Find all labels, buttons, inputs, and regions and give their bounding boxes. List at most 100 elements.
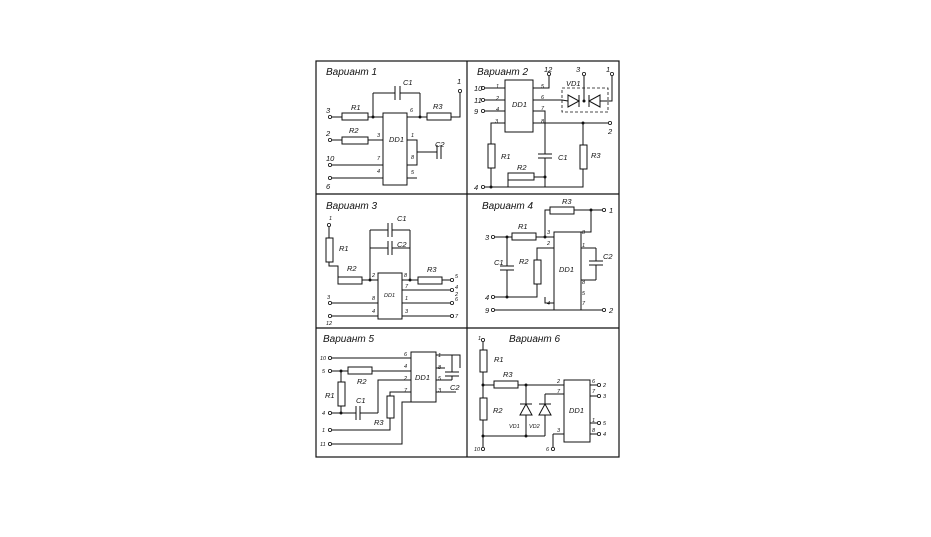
svg-text:5: 5 <box>411 170 415 176</box>
variant-grid <box>315 60 620 458</box>
variant-1-resistor-r2 <box>341 136 369 145</box>
svg-text:4: 4 <box>377 169 380 175</box>
svg-text:7: 7 <box>592 389 596 395</box>
variant-1-term: 1 <box>457 77 461 86</box>
svg-text:8: 8 <box>582 230 586 236</box>
variant-1-c1-label: C1 <box>403 78 413 87</box>
variant-2-term: 2 <box>607 127 613 136</box>
variant-2-term: 3 <box>576 65 581 74</box>
variant-6-term: 1 <box>478 336 481 342</box>
variant-4-term: 3 <box>485 233 490 242</box>
variant-4-term: 4 <box>485 293 489 302</box>
svg-text:3: 3 <box>495 119 499 125</box>
variant-6-vd2-label: VD2 <box>529 424 540 430</box>
variant-6-term: 5 <box>603 421 607 427</box>
variant-5-term: 10 <box>320 356 327 362</box>
variant-6-chip-label: DD1 <box>569 406 584 415</box>
variant-3-term: 7 <box>455 314 459 320</box>
variant-6-r2-label: R2 <box>493 406 503 415</box>
variant-5-resistor-r2 <box>347 366 373 375</box>
svg-text:7: 7 <box>557 389 561 395</box>
variant-6-term: 6 <box>546 447 550 453</box>
variant-5-r2-label: R2 <box>357 377 367 386</box>
svg-text:4: 4 <box>496 107 499 113</box>
svg-text:2: 2 <box>371 273 375 279</box>
svg-text:4: 4 <box>372 309 375 315</box>
variant-3-wires <box>328 227 452 317</box>
svg-text:6: 6 <box>592 379 596 385</box>
variant-3-term: 4 <box>455 285 458 291</box>
variant-3-chip-dd1 <box>377 272 403 320</box>
variant-1-term: 3 <box>326 106 331 115</box>
variant-4-r1-label: R1 <box>518 222 528 231</box>
variant-2-diode-vd1 <box>567 94 601 108</box>
svg-text:5: 5 <box>582 291 586 297</box>
variant-5-resistor-r1 <box>337 381 346 407</box>
variant-5-c1-label: C1 <box>356 396 366 405</box>
variant-2-term: 12 <box>544 65 553 74</box>
variant-4-resistor-r1 <box>511 232 537 241</box>
variant-3-r1-label: R1 <box>339 244 349 253</box>
variant-5-chip-dd1 <box>410 351 437 403</box>
variant-6-diode-vd2 <box>538 402 552 416</box>
svg-text:4: 4 <box>404 364 407 370</box>
variant-1-resistor-r3 <box>426 112 452 121</box>
variant-1-chip-dd1 <box>382 112 408 186</box>
variant-6-vd1-label: VD1 <box>509 424 520 430</box>
variant-3-term: 2 <box>454 292 458 298</box>
svg-text:5: 5 <box>438 376 442 382</box>
variant-2-resistor-r2 <box>507 172 535 181</box>
variant-1-capacitor-c2 <box>417 145 442 159</box>
variant-4-term: 1 <box>609 206 613 215</box>
variant-3-c1-label: C1 <box>397 214 407 223</box>
variant-1-c2-label: C2 <box>435 140 445 149</box>
variant-6-term: 4 <box>603 432 606 438</box>
variant-6-title: Вариант 6 <box>509 334 561 345</box>
variant-5-resistor-r3 <box>386 395 395 419</box>
variant-1-term: 10 <box>326 154 335 163</box>
variant-3-term: 1 <box>329 216 332 222</box>
variant-5-term: 1 <box>322 428 325 434</box>
variant-3-c2-label: C2 <box>397 240 407 249</box>
svg-text:4: 4 <box>547 301 550 307</box>
svg-text:8: 8 <box>411 155 415 161</box>
variant-4-resistor-r2 <box>533 259 542 285</box>
variant-5-capacitor-c2 <box>445 355 459 380</box>
svg-text:8: 8 <box>372 296 376 302</box>
variant-5-chip-label: DD1 <box>415 373 430 382</box>
variant-3-title: Вариант 3 <box>326 201 378 212</box>
variant-4-term: 2 <box>608 306 614 315</box>
svg-text:1: 1 <box>496 84 499 90</box>
variant-4-resistor-r3 <box>549 206 575 215</box>
svg-text:3: 3 <box>557 428 561 434</box>
svg-text:7: 7 <box>404 388 408 394</box>
svg-text:5: 5 <box>541 84 545 90</box>
svg-text:3: 3 <box>438 388 442 394</box>
svg-text:8: 8 <box>582 280 586 286</box>
variant-1-term: 6 <box>326 182 331 191</box>
svg-text:2: 2 <box>556 379 560 385</box>
variant-4-r3-label: R3 <box>562 197 572 206</box>
variant-5-wires <box>330 354 461 445</box>
variant-3-chip-label: DD1 <box>384 293 395 299</box>
svg-text:2: 2 <box>495 96 499 102</box>
variant-6-resistor-r1 <box>479 349 488 373</box>
svg-text:1: 1 <box>405 296 408 302</box>
svg-text:1: 1 <box>438 353 441 359</box>
svg-text:7: 7 <box>582 301 586 307</box>
svg-text:2: 2 <box>546 241 550 247</box>
variant-2-wires <box>483 76 613 188</box>
variant-4-r2-label: R2 <box>519 257 529 266</box>
variant-4-c2-label: C2 <box>603 252 613 261</box>
svg-text:6: 6 <box>404 352 408 358</box>
variant-2-term: 4 <box>474 183 478 192</box>
variant-3-r2-label: R2 <box>347 264 357 273</box>
variant-2-title: Вариант 2 <box>477 67 529 78</box>
variant-5-capacitor-c1 <box>345 406 378 420</box>
variant-4-chip-dd1 <box>553 231 582 311</box>
